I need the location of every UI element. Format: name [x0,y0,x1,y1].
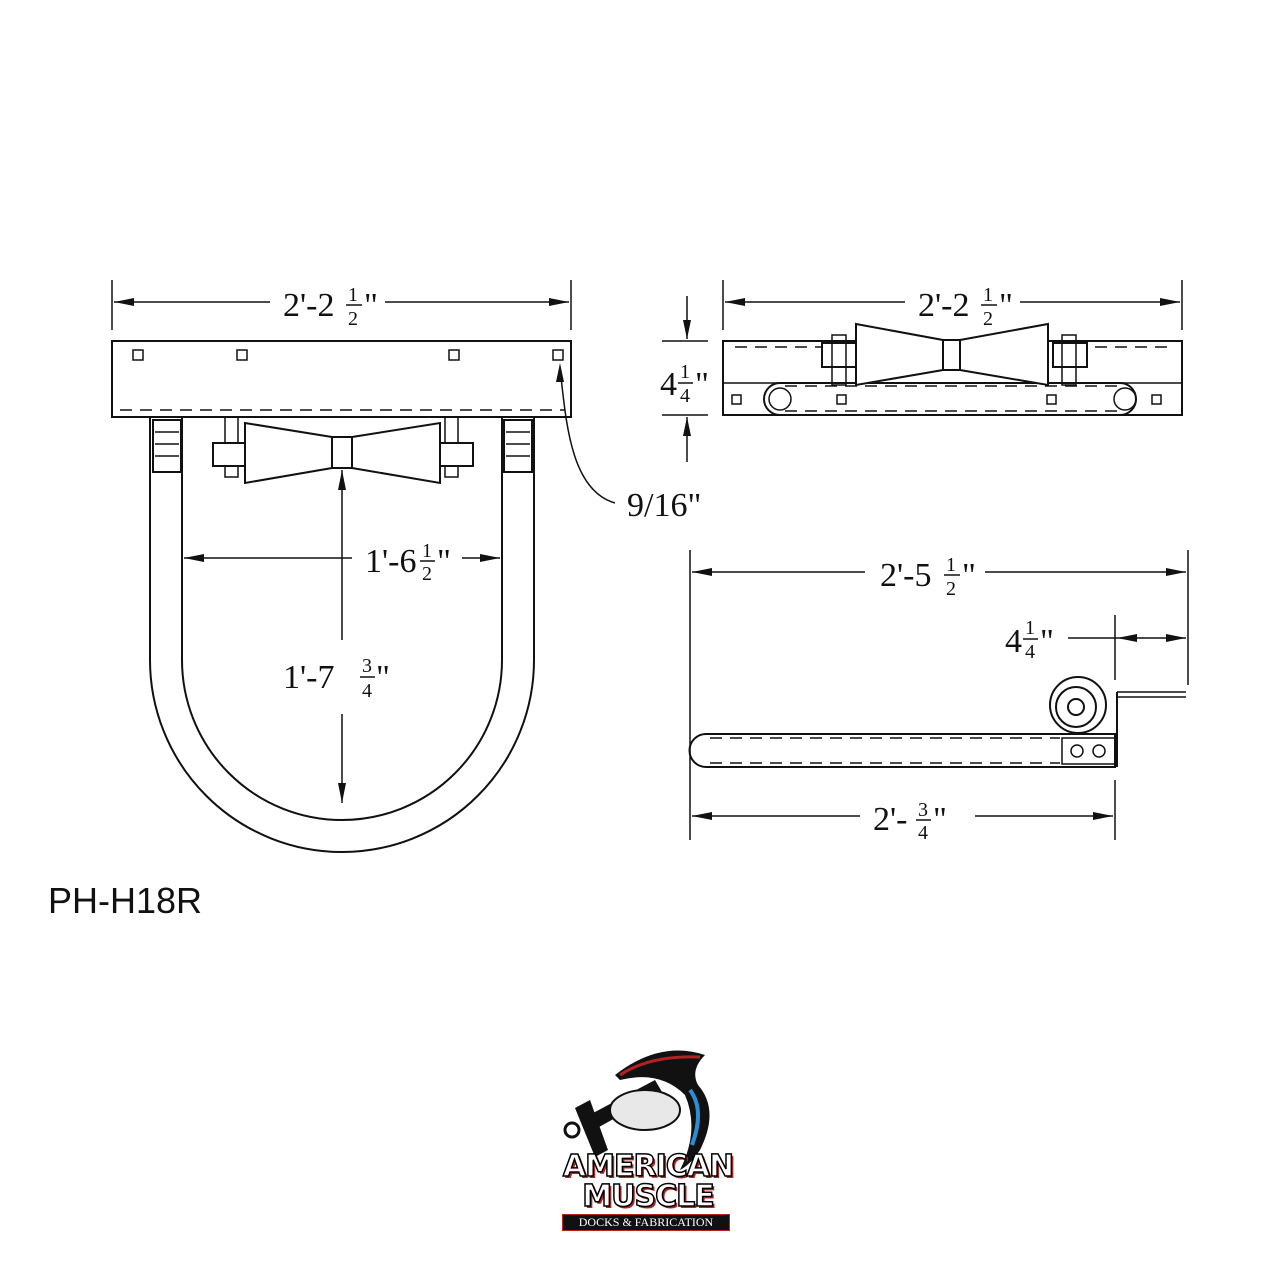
svg-text:4: 4 [660,366,677,403]
svg-text:": " [962,557,976,594]
tube-roller-left [152,419,182,473]
svg-text:4: 4 [680,385,690,407]
tube-roller-right [503,419,533,473]
svg-text:": " [695,366,709,403]
svg-text:3: 3 [918,799,928,821]
svg-text:1: 1 [680,361,690,383]
side-view: 2'-5 1 2 " 4 1 4 " 2'- 3 [688,550,1189,844]
svg-text:": " [1040,623,1054,660]
svg-text:2'-5: 2'-5 [880,557,931,594]
svg-text:2: 2 [983,308,993,330]
svg-text:2: 2 [348,308,358,330]
svg-text:1: 1 [946,554,956,576]
keel-roller-front [244,421,441,485]
svg-text:": " [376,659,390,696]
svg-text:": " [364,287,378,324]
svg-text:2: 2 [946,578,956,600]
top-view: 2'-2 1 2 " 4 1 4 " [660,280,1183,462]
part-number: PH-H18R [48,880,203,921]
svg-text:1: 1 [1025,617,1035,639]
svg-text:1'-7: 1'-7 [283,659,334,696]
svg-text:": " [999,287,1013,324]
svg-text:": " [437,543,451,580]
svg-text:4: 4 [362,680,372,702]
svg-text:2: 2 [422,563,432,585]
svg-text:4: 4 [1025,641,1035,663]
logo-anchor-icon [563,1050,710,1170]
logo-subtitle: DOCKS & FABRICATION [562,1214,730,1231]
svg-text:4: 4 [918,822,928,844]
hole-callout: 9/16" [627,487,701,524]
svg-text:1: 1 [983,284,993,306]
svg-text:2'-2: 2'-2 [918,287,969,324]
front-view: 2'-2 1 2 " [111,280,701,853]
logo-text: AMERICAN MUSCLE [562,1149,735,1214]
svg-text:1'-6: 1'-6 [365,543,416,580]
svg-text:3: 3 [362,655,372,677]
svg-text:1: 1 [422,540,432,562]
svg-text:2'-: 2'- [873,801,907,838]
front-width-whole: 2'-2 [283,287,334,324]
svg-text:1: 1 [348,284,358,306]
svg-text:": " [933,801,947,838]
svg-text:4: 4 [1005,623,1022,660]
